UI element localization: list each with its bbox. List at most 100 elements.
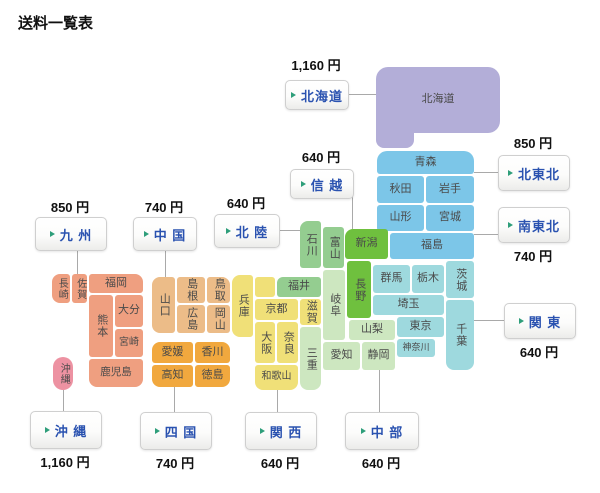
pref-toyama: 富山 [323, 227, 344, 268]
price-hokuriku: 640 円 [226, 196, 266, 211]
connector-kanto [474, 320, 504, 321]
kitatohoku-button[interactable]: 北東北 [498, 155, 570, 191]
pref-shizuoka-label: 静岡 [367, 349, 390, 362]
pref-tochigi-label: 栃木 [417, 272, 439, 285]
kansai-button[interactable]: 関 西 [245, 412, 317, 450]
pref-yamagata: 山形 [377, 205, 424, 231]
price-chugoku: 740 円 [144, 200, 184, 215]
pref-aomori-label: 青森 [414, 155, 437, 168]
pref-tochigi: 栃木 [412, 265, 444, 293]
pref-oita-label: 大分 [118, 304, 140, 317]
connector-hokkaido [347, 94, 376, 95]
minamitohoku-button[interactable]: 南東北 [498, 207, 570, 243]
kyushu-button-label: 九 州 [59, 227, 93, 243]
pref-fukushima-label: 福島 [421, 239, 443, 252]
connector-shikoku [174, 387, 175, 412]
pref-wakayama-label: 和歌山 [261, 371, 292, 383]
arrow-right-icon [44, 427, 50, 433]
shinetsu-button[interactable]: 信 越 [290, 169, 354, 199]
pref-hiroshima-label: 広島 [185, 307, 198, 331]
pref-akita: 秋田 [377, 176, 424, 203]
price-kansai: 640 円 [260, 456, 300, 471]
shikoku-button[interactable]: 四 国 [140, 412, 212, 450]
pref-ibaraki-label: 茨城 [454, 267, 467, 292]
pref-kyoto-north [255, 277, 275, 297]
pref-yamaguchi-label: 山口 [158, 293, 171, 317]
arrow-right-icon [360, 428, 366, 434]
pref-tokushima: 徳島 [195, 365, 230, 387]
pref-iwate: 岩手 [426, 176, 474, 203]
pref-okinawa: 沖縄 [53, 357, 73, 390]
pref-gunma: 群馬 [373, 265, 410, 293]
connector-okinawa [63, 390, 64, 411]
pref-oita: 大分 [115, 295, 143, 327]
arrow-right-icon [518, 318, 524, 324]
kyushu-button[interactable]: 九 州 [35, 217, 107, 251]
price-kyushu: 850 円 [50, 200, 90, 215]
hokuriku-button[interactable]: 北 陸 [214, 214, 280, 248]
pref-hokkaido: 北海道 [376, 67, 500, 133]
pref-iwate-label: 岩手 [439, 182, 461, 195]
pref-saga-label: 佐賀 [74, 277, 86, 300]
pref-aichi-label: 愛知 [330, 349, 353, 362]
pref-aomori: 青森 [377, 151, 474, 174]
pref-yamaguchi: 山口 [152, 277, 175, 333]
pref-shimane: 島根 [177, 277, 205, 303]
arrow-right-icon [300, 181, 306, 187]
pref-mie: 三重 [300, 327, 321, 390]
kitatohoku-button-label: 北東北 [517, 166, 560, 182]
okinawa-button[interactable]: 沖 縄 [30, 411, 102, 449]
kanto-button[interactable]: 関 東 [504, 303, 576, 339]
pref-okinawa-label: 沖縄 [58, 362, 70, 385]
pref-fukuoka-label: 福岡 [105, 276, 127, 289]
hokuriku-button-label: 北 陸 [235, 224, 269, 240]
pref-nagano: 長野 [347, 261, 371, 318]
arrow-right-icon [259, 428, 265, 434]
arrow-right-icon [225, 228, 231, 234]
pref-tokyo: 東京 [397, 317, 444, 337]
pref-shizuoka: 静岡 [362, 342, 395, 370]
minamitohoku-button-label: 南東北 [517, 218, 560, 234]
pref-gifu-label: 岐阜 [328, 293, 341, 317]
pref-kagoshima: 鹿児島 [89, 359, 143, 387]
pref-hyogo: 兵庫 [232, 275, 253, 337]
pref-yamanashi: 山梨 [349, 320, 395, 340]
pref-tokyo-label: 東京 [409, 320, 432, 333]
connector-kansai [277, 390, 278, 412]
connector-minamitohoku [474, 234, 498, 235]
pref-hiroshima: 広島 [177, 305, 205, 333]
pref-hokkaido-label: 北海道 [421, 93, 455, 106]
hokkaido-button[interactable]: 北海道 [285, 80, 349, 110]
pref-nara-label: 奈良 [282, 330, 295, 355]
chubu-button[interactable]: 中 部 [345, 412, 419, 450]
pref-kochi: 高知 [152, 365, 193, 387]
arrow-right-icon [49, 231, 55, 237]
pref-nagano-label: 長野 [353, 277, 366, 302]
pref-yamanashi-label: 山梨 [361, 323, 383, 336]
price-shinetsu: 640 円 [301, 150, 341, 165]
connector-kitatohoku [474, 172, 498, 173]
pref-kumamoto-label: 熊本 [95, 314, 108, 338]
pref-ishikawa: 石川 [300, 221, 321, 268]
chugoku-button-label: 中 国 [153, 227, 187, 243]
pref-gunma-label: 群馬 [380, 272, 403, 285]
price-kanto: 640 円 [519, 345, 559, 360]
pref-fukushima: 福島 [390, 233, 474, 259]
pref-tottori: 鳥取 [207, 277, 230, 303]
okinawa-button-label: 沖 縄 [54, 423, 88, 439]
pref-tottori-label: 鳥取 [213, 278, 226, 302]
chugoku-button[interactable]: 中 国 [133, 217, 197, 251]
connector-shinetsu [352, 197, 353, 229]
pref-toyama-label: 富山 [328, 235, 341, 260]
pref-miyagi-label: 宮城 [439, 211, 461, 224]
pref-kyoto: 京都 [255, 299, 298, 320]
pref-shimane-label: 島根 [185, 278, 198, 302]
pref-ishikawa-label: 石川 [305, 232, 318, 257]
pref-osaka: 大阪 [255, 322, 275, 363]
hokkaido-button-label: 北海道 [300, 88, 343, 104]
pref-ibaraki: 茨城 [446, 261, 474, 298]
pref-nagasaki-label: 長崎 [56, 277, 68, 300]
pref-nagasaki: 長崎 [52, 274, 70, 303]
pref-saitama: 埼玉 [373, 295, 444, 315]
